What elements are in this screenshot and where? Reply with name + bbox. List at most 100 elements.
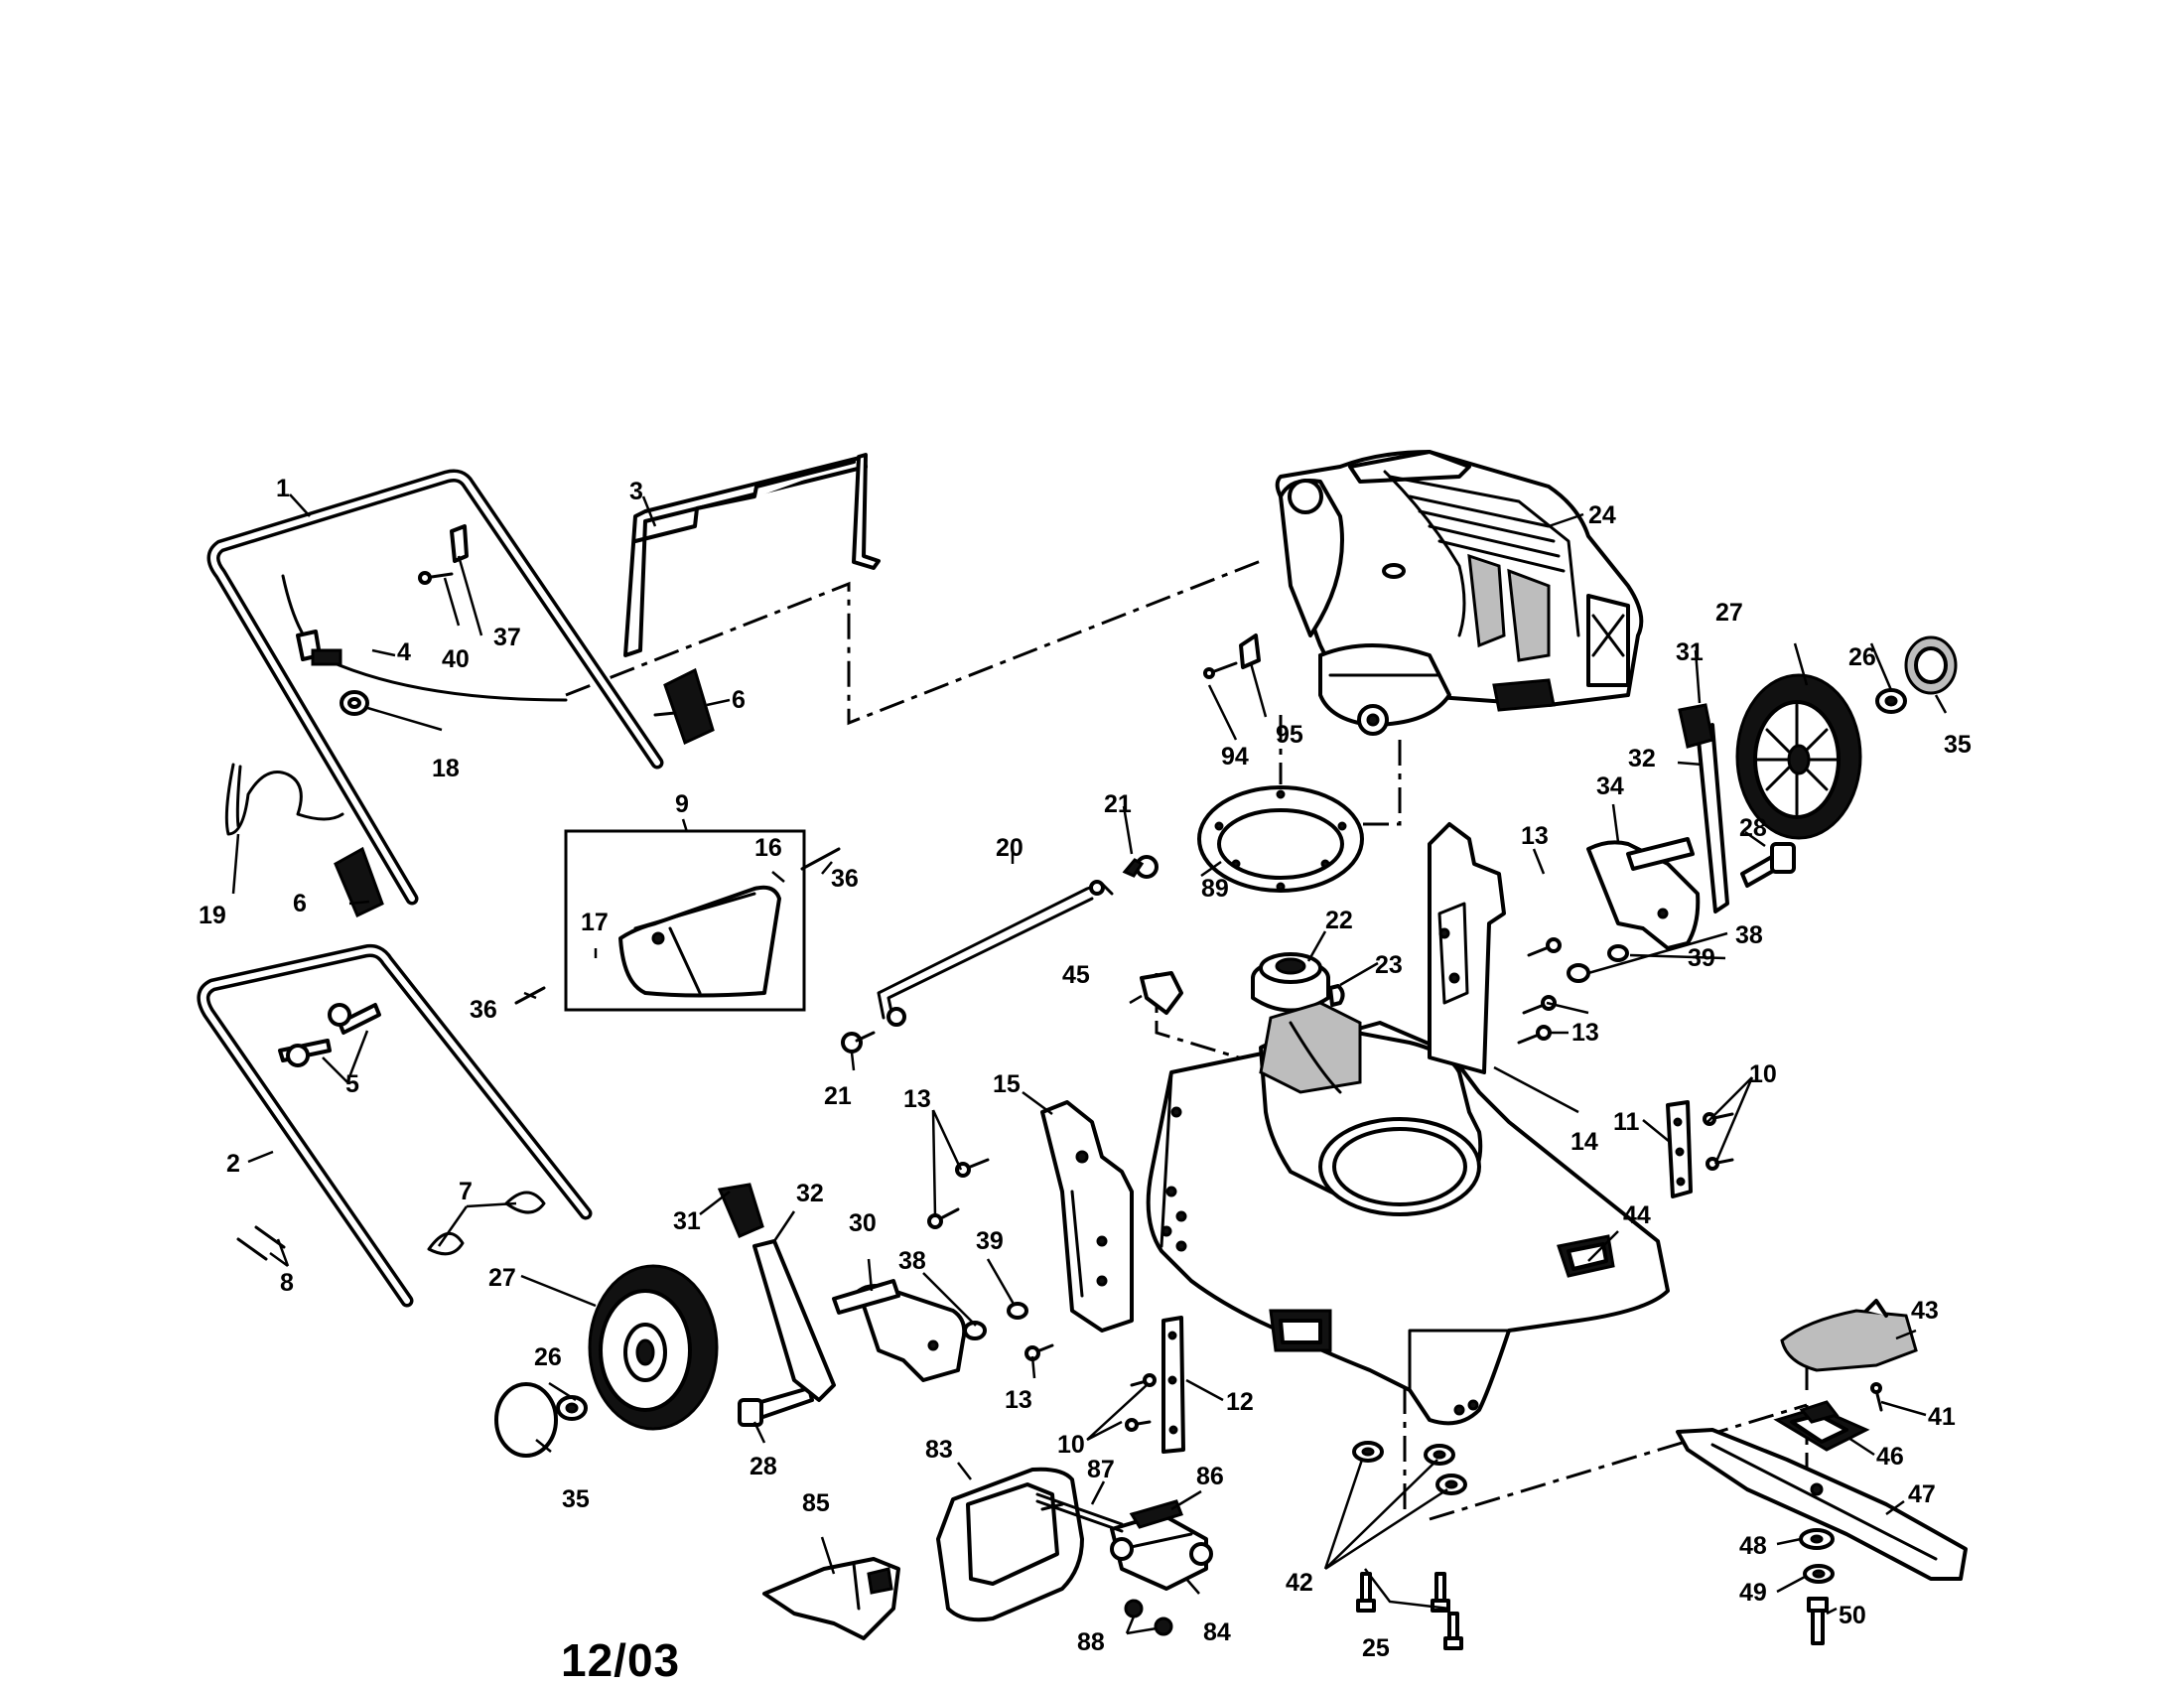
nuts-part-88 — [1124, 1599, 1173, 1636]
baffle-part-43 — [1780, 1299, 1918, 1372]
callout-13-d: 13 — [1521, 822, 1549, 850]
washer-part-26-right — [1875, 688, 1907, 714]
assembly-guide-lines — [565, 559, 1809, 1521]
axle-bracket-part-30 — [832, 1279, 967, 1382]
callout-38-right: 38 — [1735, 921, 1763, 949]
height-lever-part-32-left — [752, 1239, 836, 1402]
screws-part-10 — [1125, 1112, 1734, 1432]
bolts-part-25 — [1356, 1572, 1463, 1650]
callout-36-right: 36 — [831, 865, 859, 893]
callout-31-right: 31 — [1676, 638, 1704, 666]
callout-28-right: 28 — [1739, 814, 1767, 842]
mower-deck-part-44 — [1146, 1001, 1670, 1426]
callout-16: 16 — [754, 834, 782, 862]
hubcap-part-35-right — [1904, 635, 1958, 695]
washer-part-38-left — [963, 1321, 987, 1340]
callout-40: 40 — [442, 645, 470, 673]
callout-47: 47 — [1908, 1480, 1936, 1508]
screw-part-94 — [1203, 661, 1238, 679]
callout-95: 95 — [1276, 721, 1303, 749]
callout-2: 2 — [226, 1150, 240, 1178]
leader-lines — [231, 493, 1948, 1635]
callout-8: 8 — [280, 1269, 294, 1297]
lever-grip-part-31-right — [1678, 703, 1714, 749]
callout-12: 12 — [1226, 1388, 1254, 1416]
washer-part-49 — [1803, 1564, 1835, 1584]
blade-adapter-part-46 — [1773, 1400, 1870, 1452]
engine-part-24 — [1275, 450, 1644, 736]
callout-86: 86 — [1196, 1463, 1224, 1490]
callout-43: 43 — [1911, 1297, 1939, 1325]
lower-handle-part-2 — [197, 944, 593, 1308]
callout-13-b: 13 — [1005, 1386, 1032, 1414]
seal-plate-part-89 — [1197, 785, 1364, 893]
callout-6-lower: 6 — [293, 890, 307, 917]
washer-part-48 — [1799, 1528, 1835, 1550]
callout-26-right: 26 — [1848, 643, 1876, 671]
throttle-cable-part-4 — [281, 574, 568, 702]
callout-10-right: 10 — [1749, 1060, 1777, 1088]
callout-19: 19 — [199, 902, 226, 929]
hubcap-part-35-left — [494, 1382, 558, 1458]
blade-part-47 — [1676, 1428, 1968, 1581]
callout-85: 85 — [802, 1489, 830, 1517]
washer-part-18 — [340, 690, 369, 716]
callout-30: 30 — [849, 1209, 877, 1237]
callout-34: 34 — [1596, 773, 1624, 800]
callout-22: 22 — [1325, 907, 1353, 934]
height-bracket-part-15 — [1040, 1100, 1134, 1333]
deflector-kit-part-9 — [564, 829, 806, 1012]
callout-46: 46 — [1876, 1443, 1904, 1471]
revision-date-code: 12/03 — [561, 1634, 681, 1686]
axle-bracket-part-34 — [1586, 837, 1701, 950]
callout-84: 84 — [1203, 1618, 1231, 1646]
callout-27-left: 27 — [488, 1264, 516, 1292]
washer-part-39-right — [1607, 944, 1629, 962]
washer-part-39-left — [1007, 1302, 1028, 1320]
axle-bolt-part-28-left — [738, 1386, 814, 1427]
callout-3: 3 — [629, 478, 643, 505]
callout-13-c: 13 — [1571, 1019, 1599, 1047]
callout-42: 42 — [1286, 1569, 1313, 1597]
screw-part-41 — [1870, 1382, 1883, 1412]
blade-adapter-part-22 — [1251, 952, 1330, 1013]
trim-plate-part-45 — [1140, 971, 1183, 1015]
handle-knob-part-6-upper — [653, 667, 715, 746]
callout-27-right: 27 — [1715, 599, 1743, 627]
callout-4: 4 — [397, 638, 411, 666]
callout-94: 94 — [1221, 743, 1249, 771]
bracket-part-95 — [1239, 633, 1261, 669]
cable-clip-part-37 — [450, 524, 469, 563]
hair-pin-clips-part-7 — [427, 1191, 546, 1256]
control-bail-part-3 — [623, 453, 881, 657]
callout-24: 24 — [1588, 501, 1616, 529]
callout-41: 41 — [1928, 1403, 1956, 1431]
callout-9: 9 — [675, 790, 689, 818]
washer-part-26-left — [556, 1395, 588, 1421]
lever-grip-part-31-left — [717, 1183, 764, 1238]
bracket-part-12 — [1161, 1316, 1185, 1454]
callout-88: 88 — [1077, 1628, 1105, 1656]
screw-part-36-a — [800, 847, 841, 871]
callout-5: 5 — [345, 1070, 359, 1098]
callout-numbers: 1 2 3 4 5 6 6 7 8 9 10 10 11 12 13 13 13… — [199, 475, 1972, 1662]
callout-18: 18 — [432, 755, 460, 782]
mulch-plug-part-85 — [762, 1557, 900, 1640]
callout-83: 83 — [925, 1436, 953, 1464]
discharge-chute-part-83 — [936, 1467, 1084, 1622]
washer-part-38-right — [1567, 963, 1590, 983]
pins-part-8 — [236, 1225, 286, 1261]
wheel-part-27-left — [588, 1264, 719, 1431]
door-hinge-part-84 — [1110, 1512, 1213, 1591]
key-part-23 — [1328, 984, 1345, 1007]
hinge-rod-part-87 — [1035, 1492, 1124, 1533]
axle-bolt-part-28-right — [1740, 842, 1796, 888]
height-bracket-part-14 — [1428, 822, 1506, 1074]
callout-48: 48 — [1739, 1532, 1767, 1560]
callout-37: 37 — [493, 624, 521, 651]
upper-handle-part-1 — [206, 469, 664, 906]
callout-38-left: 38 — [898, 1247, 926, 1275]
callout-36-left: 36 — [470, 996, 497, 1024]
callout-17: 17 — [581, 909, 609, 936]
